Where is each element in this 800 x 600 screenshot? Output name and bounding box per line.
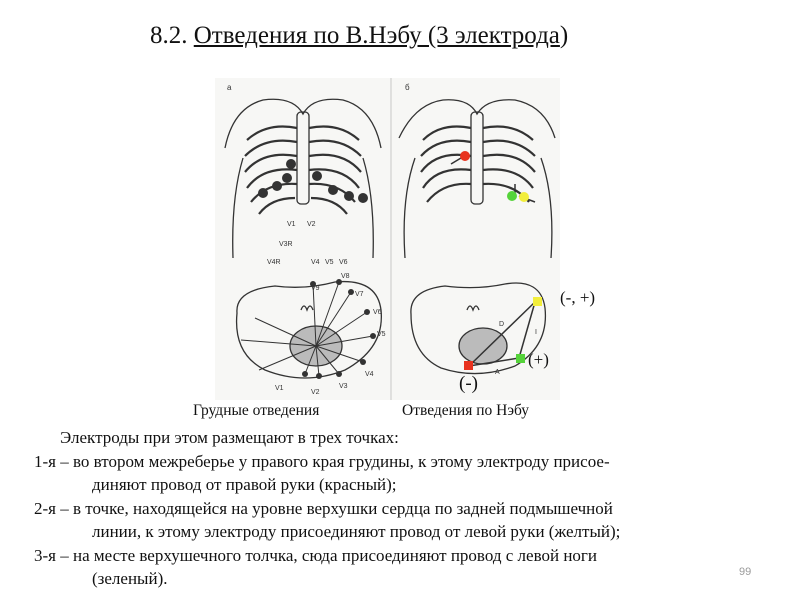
section-lead-label: V8 — [341, 273, 350, 280]
section-lead-label: V2 — [311, 389, 320, 396]
red-electrode-chest — [460, 151, 470, 161]
caption-nehb-leads: Отведения по Нэбу — [402, 402, 529, 420]
panel-b-label: б — [405, 83, 410, 92]
annotation-plus: (+) — [528, 350, 549, 370]
section-lead-label: V7 — [355, 291, 364, 298]
item-2-line-1: 2-я – в точке, находящейся на уровне вер… — [34, 497, 620, 521]
nehb-lead-label: D — [499, 321, 504, 328]
yellow-electrode-section — [533, 297, 542, 306]
item-2-line-2: линии, к этому электроду присоединяют пр… — [34, 520, 620, 544]
caption-chest-leads: Грудные отведения — [193, 402, 319, 420]
body-text: Электроды при этом размещают в трех точк… — [34, 426, 620, 591]
section-lead-label: V3 — [339, 383, 348, 390]
annotation-minus: (-) — [459, 373, 478, 395]
ecg-leads-illustration: а V1 V2 V3R V4R V4 V5 V6 — [215, 78, 560, 400]
section-lead-label: V9 — [311, 285, 320, 292]
section-lead-label: V5 — [377, 331, 386, 338]
chest-lead-label: V4 — [311, 259, 320, 266]
page-number: 99 — [739, 566, 751, 578]
nehb-lead-label: A — [495, 369, 500, 376]
title-number: 8.2. — [150, 22, 194, 49]
chest-lead-label: V5 — [325, 259, 334, 266]
item-1-line-1: 1-я – во втором межреберье у правого кра… — [34, 450, 620, 474]
intro-line: Электроды при этом размещают в трех точк… — [34, 426, 620, 450]
title-paren: ) — [560, 22, 568, 49]
green-electrode-section — [516, 354, 525, 363]
chest-lead-label: V1 — [287, 221, 296, 228]
section-lead-label: V1 — [275, 385, 284, 392]
nehb-lead-label: I — [535, 329, 537, 336]
green-electrode-chest — [507, 191, 517, 201]
item-3-line-2: (зеленый). — [34, 567, 620, 591]
chest-lead-label: V2 — [307, 221, 316, 228]
panel-a-label: а — [227, 83, 232, 92]
section-lead-label: V6 — [373, 309, 382, 316]
red-electrode-section — [464, 361, 473, 370]
item-1-line-2: диняют провод от правой руки (красный); — [34, 473, 620, 497]
chest-lead-label: V6 — [339, 259, 348, 266]
chest-lead-label: V3R — [279, 241, 293, 248]
title-text: Отведения по В.Нэбу (3 электрода — [194, 22, 560, 49]
figure-background — [215, 78, 560, 400]
item-3-line-1: 3-я – на месте верхушечного толчка, сюда… — [34, 544, 620, 568]
section-lead-label: V4 — [365, 371, 374, 378]
slide-title: 8.2. Отведения по В.Нэбу (3 электрода) — [150, 22, 568, 50]
annotation-top-electrode: (-, +) — [560, 288, 595, 308]
yellow-electrode-chest — [519, 192, 529, 202]
chest-lead-label: V4R — [267, 259, 281, 266]
heart-section-b — [459, 328, 507, 364]
